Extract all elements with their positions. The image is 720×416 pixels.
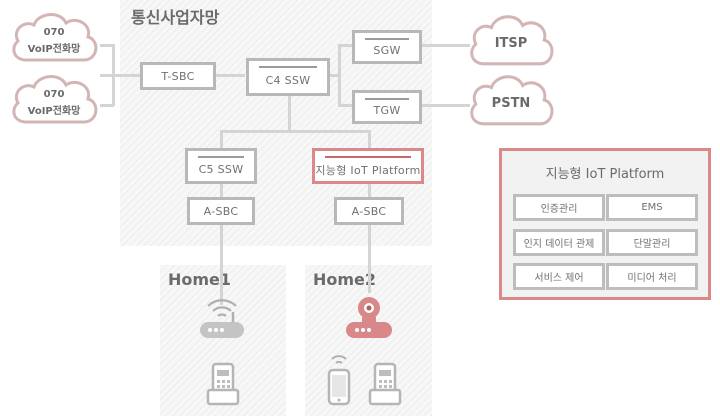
- iot-platform-panel: 지능형 IoT Platform 인증관리 EMS 인지 데이터 관제 단말관리…: [499, 148, 711, 300]
- connector: [422, 104, 470, 107]
- connector: [338, 44, 341, 107]
- c4-ssw-box: C4 SSW: [246, 58, 330, 96]
- c5-ssw-label: C5 SSW: [198, 163, 244, 176]
- c5-ssw-box: C5 SSW: [185, 148, 257, 184]
- cloud-icon: [12, 13, 98, 62]
- iot-platform-title: 지능형 IoT Platform: [545, 167, 665, 182]
- connector: [338, 44, 352, 47]
- connector: [368, 183, 371, 199]
- a-sbc-box-1: A-SBC: [187, 197, 255, 225]
- smartphone-wifi-icon: [326, 354, 352, 410]
- c4-ssw-label: C4 SSW: [265, 74, 311, 87]
- connector: [100, 44, 114, 47]
- home2-label: Home2: [313, 270, 377, 289]
- cloud-icon: [470, 75, 554, 126]
- t-sbc-label: T-SBC: [161, 69, 195, 83]
- tgw-label: TGW: [373, 104, 401, 117]
- module-ems: EMS: [606, 194, 698, 221]
- connector: [368, 130, 371, 150]
- home1-label: Home1: [168, 270, 232, 289]
- network-title: 통신사업자망: [131, 8, 220, 27]
- a-sbc-label-1: A-SBC: [203, 204, 239, 218]
- connector: [330, 74, 340, 77]
- a-sbc-label-2: A-SBC: [351, 204, 387, 218]
- cloud-label-pstn: PSTN: [491, 96, 531, 111]
- module-media: 미디어 처리: [606, 263, 698, 290]
- connector: [220, 225, 223, 305]
- desk-phone-icon-2: [368, 362, 402, 410]
- cloud-label-itsp: ITSP: [494, 36, 528, 51]
- module-auth: 인증관리: [513, 194, 605, 221]
- connector: [338, 104, 352, 107]
- cloud-voip-1: 070 VoIP전화망: [8, 8, 100, 66]
- cloud-itsp: ITSP: [466, 10, 556, 70]
- cloud-icon: [12, 75, 98, 124]
- t-sbc-box: T-SBC: [140, 62, 216, 90]
- connector: [220, 183, 223, 199]
- cloud-icon: [470, 15, 554, 66]
- connector: [288, 96, 291, 132]
- cloud-label-line1: 070: [43, 89, 65, 100]
- cloud-label-line2: VoIP전화망: [27, 106, 81, 117]
- sgw-label: SGW: [373, 44, 401, 57]
- wifi-router-icon: [198, 298, 246, 344]
- module-device-mgmt: 단말관리: [606, 229, 698, 256]
- module-cognitive-data: 인지 데이터 관제: [513, 229, 605, 256]
- connector: [422, 44, 470, 47]
- cloud-label-line2: VoIP전화망: [27, 44, 81, 55]
- connector: [100, 104, 114, 107]
- connector: [220, 130, 223, 150]
- connector: [112, 44, 115, 106]
- connector: [220, 130, 370, 133]
- cloud-pstn: PSTN: [466, 70, 556, 130]
- cloud-label-line1: 070: [43, 27, 65, 38]
- iot-platform-box: 지능형 IoT Platform: [312, 148, 424, 184]
- module-service-control: 서비스 제어: [513, 263, 605, 290]
- a-sbc-box-2: A-SBC: [334, 197, 404, 225]
- desk-phone-icon: [206, 362, 240, 410]
- tgw-box: TGW: [352, 90, 422, 124]
- iot-platform-label: 지능형 IoT Platform: [315, 163, 421, 177]
- camera-hub-icon: [344, 294, 394, 344]
- home1-zone: [160, 265, 286, 416]
- cloud-voip-2: 070 VoIP전화망: [8, 70, 100, 128]
- sgw-box: SGW: [352, 30, 422, 64]
- connector: [368, 225, 371, 293]
